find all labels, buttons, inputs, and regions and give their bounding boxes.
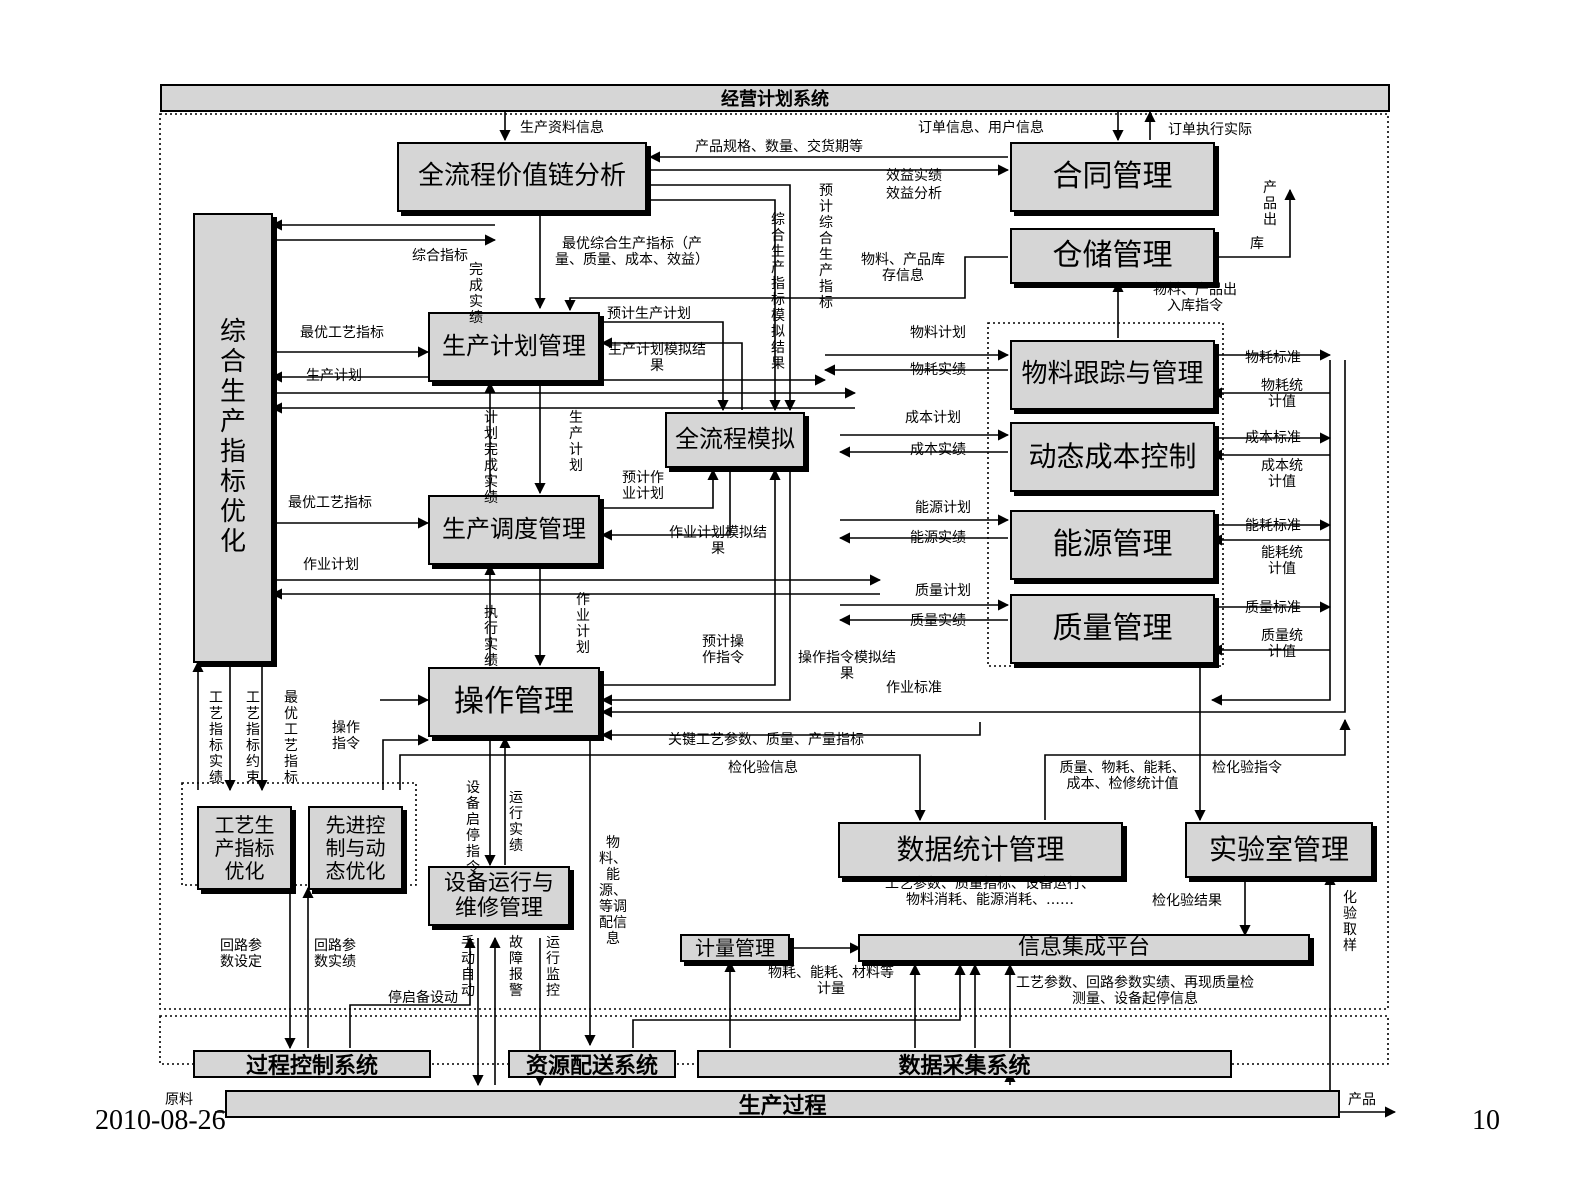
label: 回路参数设定 bbox=[220, 938, 262, 970]
label: 物耗、能耗、材料等计量 bbox=[768, 965, 894, 997]
value-chain-box[interactable]: 全流程价值链分析 bbox=[397, 142, 647, 212]
label: 工艺指标约束 bbox=[246, 690, 260, 786]
production-bar[interactable]: 生产过程 bbox=[225, 1090, 1340, 1119]
label: 设备启停指令 bbox=[466, 780, 480, 876]
label: 执行实绩 bbox=[484, 605, 498, 669]
contract-box[interactable]: 合同管理 bbox=[1010, 142, 1215, 212]
label: 能源计划 bbox=[915, 500, 971, 516]
label: 生产计划 bbox=[306, 368, 362, 384]
label: 作业计划 bbox=[303, 557, 359, 573]
label: 产品 bbox=[1348, 1092, 1376, 1108]
metering-box[interactable]: 计量管理 bbox=[680, 934, 790, 962]
label: 物料、产品出入库指令 bbox=[1153, 282, 1237, 314]
label: 原料 bbox=[165, 1092, 193, 1108]
process-control-bar[interactable]: 过程控制系统 bbox=[193, 1050, 431, 1079]
info-platform-box[interactable]: 信息集成平台 bbox=[858, 934, 1310, 962]
simulation-box[interactable]: 全流程模拟 bbox=[665, 412, 805, 468]
label: 质量实绩 bbox=[910, 613, 966, 629]
label: 关键工艺参数、质量、产量指标 bbox=[668, 732, 864, 748]
data-acq-bar[interactable]: 数据采集系统 bbox=[697, 1050, 1232, 1079]
label: 质量标准 bbox=[1245, 600, 1301, 616]
label: 效益分析 bbox=[886, 186, 942, 202]
quality-box[interactable]: 质量管理 bbox=[1010, 594, 1215, 664]
overall-index-box[interactable]: 综合生产指标优化 bbox=[193, 213, 273, 663]
label: 运行监控 bbox=[546, 935, 560, 999]
material-box[interactable]: 物料跟踪与管理 bbox=[1010, 340, 1215, 410]
cost-box[interactable]: 动态成本控制 bbox=[1010, 422, 1215, 492]
label: 物耗标准 bbox=[1245, 350, 1301, 366]
label: 预计操作指令 bbox=[702, 634, 744, 666]
label: 物料、产品库存信息 bbox=[861, 252, 945, 284]
label: 最优工艺指标 bbox=[284, 690, 298, 786]
label: 运行实绩 bbox=[509, 790, 523, 854]
label: 成本实绩 bbox=[910, 442, 966, 458]
label: 能源实绩 bbox=[910, 530, 966, 546]
label: 最优工艺指标 bbox=[288, 495, 372, 511]
energy-box[interactable]: 能源管理 bbox=[1010, 510, 1215, 580]
label: 订单执行实际 bbox=[1168, 122, 1252, 138]
adv-control-box[interactable]: 先进控制与动态优化 bbox=[308, 806, 403, 890]
label: 成本标准 bbox=[1245, 430, 1301, 446]
lab-box[interactable]: 实验室管理 bbox=[1185, 822, 1373, 878]
label: 成本计划 bbox=[905, 410, 961, 426]
label: 工艺参数、质量指标、设备运行、物料消耗、能源消耗、…… bbox=[885, 876, 1095, 908]
label: 操作指令 bbox=[332, 720, 360, 752]
label: 故障报警 bbox=[509, 935, 523, 999]
label: 检化验信息 bbox=[728, 760, 798, 776]
process-index-box[interactable]: 工艺生产指标优化 bbox=[197, 806, 292, 890]
label: 能耗标准 bbox=[1245, 518, 1301, 534]
label: 订单信息、用户信息 bbox=[918, 120, 1044, 136]
label: 产品出 bbox=[1263, 180, 1277, 228]
resource-bar[interactable]: 资源配送系统 bbox=[508, 1050, 676, 1079]
label: 预计生产计划 bbox=[607, 306, 691, 322]
label: 物耗统计值 bbox=[1261, 378, 1303, 410]
label: 工艺指标实绩 bbox=[209, 690, 223, 786]
footer-page: 10 bbox=[1472, 1105, 1500, 1136]
label: 生产计划 bbox=[569, 410, 583, 474]
equipment-box[interactable]: 设备运行与维修管理 bbox=[428, 866, 570, 926]
label: 作业计划 bbox=[576, 592, 590, 656]
label: 成本统计值 bbox=[1261, 458, 1303, 490]
label: 产品规格、数量、交货期等 bbox=[695, 139, 863, 155]
label: 化验取样 bbox=[1343, 890, 1357, 954]
label: 综合生产指标模拟结果 bbox=[771, 212, 785, 372]
dispatch-box[interactable]: 生产调度管理 bbox=[428, 495, 600, 565]
prod-plan-box[interactable]: 生产计划管理 bbox=[428, 312, 600, 382]
label: 物料、能源、等调配信息 bbox=[599, 835, 627, 947]
label: 预计作业计划 bbox=[622, 470, 664, 502]
label: 预计综合生产指标 bbox=[819, 183, 833, 311]
label: 最优工艺指标 bbox=[300, 325, 384, 341]
label: 最优综合生产指标（产量、质量、成本、效益） bbox=[555, 236, 709, 268]
label: 质量计划 bbox=[915, 583, 971, 599]
operation-box[interactable]: 操作管理 bbox=[428, 667, 600, 737]
footer-date: 2010-08-26 bbox=[95, 1105, 226, 1136]
label: 完成实绩 bbox=[469, 262, 483, 326]
data-stats-box[interactable]: 数据统计管理 bbox=[838, 822, 1123, 878]
warehouse-box[interactable]: 仓储管理 bbox=[1010, 228, 1215, 284]
label: 手动自动 bbox=[461, 935, 475, 999]
label: 库 bbox=[1250, 236, 1264, 252]
label: 质量、物耗、能耗、成本、检修统计值 bbox=[1059, 760, 1186, 792]
label: 效益实绩 bbox=[886, 168, 942, 184]
label: 计划完成实绩 bbox=[484, 410, 498, 506]
label: 作业计划模拟结果 bbox=[669, 525, 767, 557]
label: 综合指标 bbox=[412, 248, 468, 264]
label: 作业标准 bbox=[886, 680, 942, 696]
label: 生产资料信息 bbox=[520, 120, 604, 136]
label: 操作指令模拟结果 bbox=[798, 650, 896, 682]
label: 工艺参数、回路参数实绩、再现质量检测量、设备起停信息 bbox=[1016, 975, 1254, 1007]
label: 物耗实绩 bbox=[910, 362, 966, 378]
label: 停启备设动 bbox=[388, 990, 458, 1006]
label: 物料计划 bbox=[910, 325, 966, 341]
label: 检化验结果 bbox=[1152, 893, 1222, 909]
label: 回路参数实绩 bbox=[314, 938, 356, 970]
label: 质量统计值 bbox=[1261, 628, 1303, 660]
top-bar: 经营计划系统 bbox=[160, 84, 1390, 112]
label: 能耗统计值 bbox=[1261, 545, 1303, 577]
label: 生产计划模拟结果 bbox=[608, 342, 706, 374]
label: 检化验指令 bbox=[1212, 760, 1282, 776]
